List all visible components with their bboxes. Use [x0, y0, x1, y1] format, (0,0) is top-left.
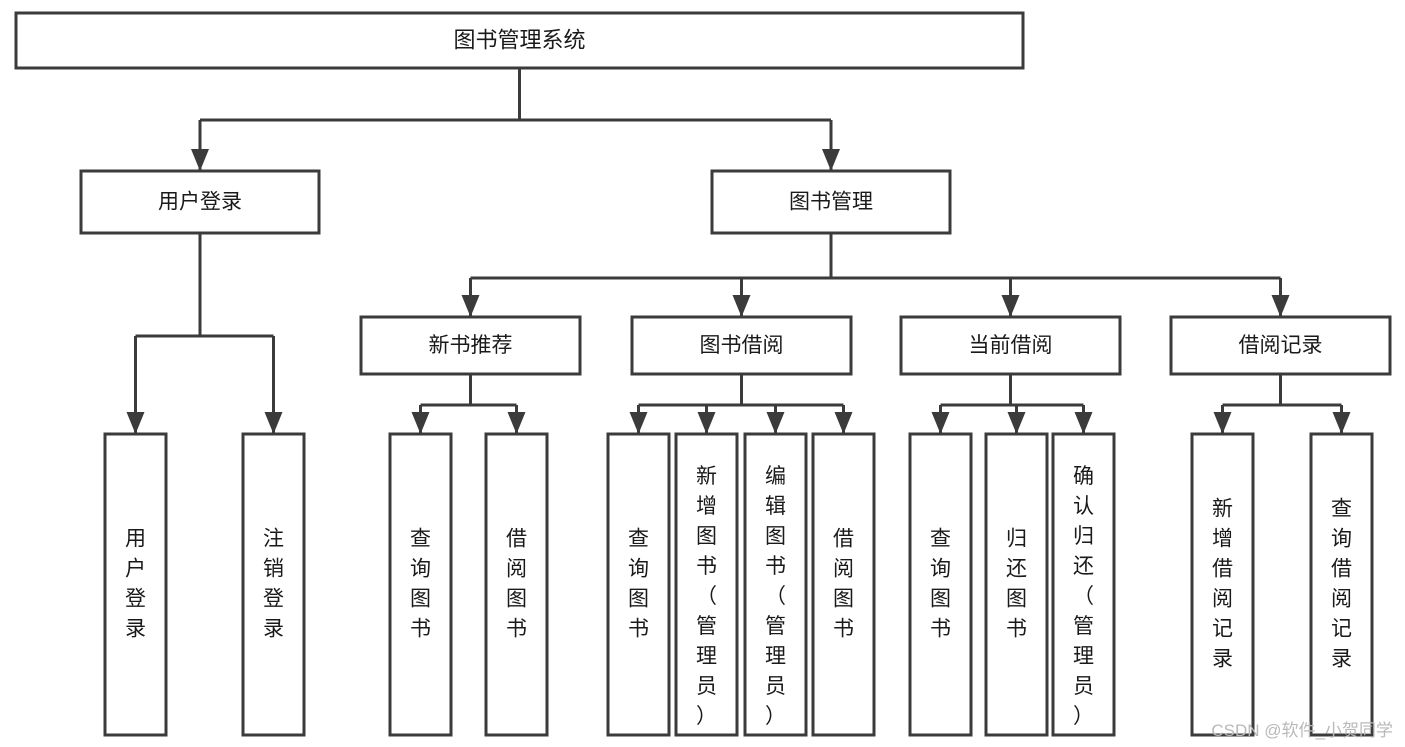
connectors-layer — [126, 68, 1351, 434]
edge-arrowhead — [732, 295, 751, 317]
node-box[interactable] — [1309, 432, 1374, 737]
node-box[interactable] — [811, 432, 876, 737]
edge-arrowhead — [126, 412, 145, 434]
node-leaf-logout[interactable]: 注销登录 — [241, 432, 306, 737]
edge-group-root — [191, 68, 840, 171]
node-leaf-query-book-borrow[interactable]: 查询图书 — [606, 432, 671, 737]
node-box[interactable] — [103, 432, 168, 737]
node-leaf-return-book[interactable]: 归还图书 — [984, 432, 1049, 737]
node-leaf-query-book-cur[interactable]: 查询图书 — [908, 432, 973, 737]
node-label: 图书管理 — [789, 191, 873, 214]
node-new-book-rec[interactable]: 新书推荐 — [359, 315, 582, 376]
edge-arrowhead — [507, 412, 526, 434]
edge-group-current_borrow — [931, 374, 1093, 434]
edge-group-user_login — [126, 233, 283, 434]
node-root[interactable]: 图书管理系统 — [14, 11, 1025, 70]
edge-arrowhead — [629, 412, 648, 434]
node-leaf-borrow-book-rec[interactable]: 借阅图书 — [484, 432, 549, 737]
edge-arrowhead — [1213, 412, 1232, 434]
node-box[interactable] — [388, 432, 453, 737]
nodes-layer: 图书管理系统用户登录图书管理新书推荐图书借阅当前借阅借阅记录用户登录注销登录查询… — [14, 11, 1392, 737]
node-label: 注销登录 — [263, 527, 284, 640]
node-label: 当前借阅 — [969, 334, 1053, 357]
node-borrow-record[interactable]: 借阅记录 — [1169, 315, 1392, 376]
node-label: 用户登录 — [158, 191, 242, 214]
node-current-borrow[interactable]: 当前借阅 — [899, 315, 1122, 376]
node-leaf-user-login[interactable]: 用户登录 — [103, 432, 168, 737]
node-label: 新增图书（管理员） — [696, 465, 717, 728]
watermark-label: CSDN @软件_小贺同学 — [1211, 721, 1393, 740]
node-label: 查询图书 — [930, 527, 951, 640]
node-label: 查询图书 — [628, 527, 649, 640]
node-box[interactable] — [359, 315, 582, 376]
node-box[interactable] — [674, 432, 739, 737]
node-leaf-add-record[interactable]: 新增借阅记录 — [1190, 432, 1255, 737]
edge-group-book_borrow — [629, 374, 853, 434]
edge-arrowhead — [191, 149, 209, 171]
node-label: 新书推荐 — [429, 334, 513, 357]
node-box[interactable] — [630, 315, 853, 376]
node-label: 新增借阅记录 — [1212, 497, 1233, 670]
node-label: 归还图书 — [1006, 527, 1027, 640]
node-label: 查询借阅记录 — [1331, 497, 1352, 670]
node-box[interactable] — [899, 315, 1122, 376]
node-label: 借阅图书 — [506, 527, 527, 640]
edge-group-borrow_record — [1213, 374, 1351, 434]
edge-arrowhead — [1001, 295, 1020, 317]
node-leaf-query-book-rec[interactable]: 查询图书 — [388, 432, 453, 737]
node-label: 借阅图书 — [833, 527, 854, 640]
edge-arrowhead — [1007, 412, 1026, 434]
node-leaf-query-record[interactable]: 查询借阅记录 — [1309, 432, 1374, 737]
node-label: 图书管理系统 — [453, 27, 585, 52]
node-box[interactable] — [606, 432, 671, 737]
edge-arrowhead — [411, 412, 430, 434]
node-box[interactable] — [14, 11, 1025, 70]
edge-arrowhead — [822, 149, 840, 171]
edge-arrowhead — [766, 412, 785, 434]
node-label: 图书借阅 — [700, 334, 784, 357]
edge-arrowhead — [1074, 412, 1093, 434]
node-label: 用户登录 — [125, 527, 146, 640]
node-label: 查询图书 — [410, 527, 431, 640]
edge-group-book_manage — [461, 233, 1290, 317]
node-box[interactable] — [484, 432, 549, 737]
node-box[interactable] — [241, 432, 306, 737]
node-leaf-edit-book[interactable]: 编辑图书（管理员） — [743, 432, 808, 737]
edge-arrowhead — [834, 412, 853, 434]
edge-arrowhead — [461, 295, 480, 317]
node-label: 确认归还（管理员） — [1073, 465, 1094, 728]
edge-arrowhead — [931, 412, 950, 434]
edge-arrowhead — [1271, 295, 1290, 317]
node-book-manage[interactable]: 图书管理 — [710, 169, 952, 235]
node-leaf-confirm-return[interactable]: 确认归还（管理员） — [1051, 432, 1116, 737]
node-box[interactable] — [984, 432, 1049, 737]
node-box[interactable] — [743, 432, 808, 737]
node-box[interactable] — [1169, 315, 1392, 376]
edge-arrowhead — [264, 412, 283, 434]
node-box[interactable] — [1190, 432, 1255, 737]
node-leaf-add-book[interactable]: 新增图书（管理员） — [674, 432, 739, 737]
node-label: 编辑图书（管理员） — [765, 465, 786, 728]
node-user-login[interactable]: 用户登录 — [79, 169, 321, 235]
node-box[interactable] — [79, 169, 321, 235]
node-box[interactable] — [710, 169, 952, 235]
edge-arrowhead — [1332, 412, 1351, 434]
node-book-borrow[interactable]: 图书借阅 — [630, 315, 853, 376]
edge-group-new_book_rec — [411, 374, 526, 434]
node-leaf-borrow-book[interactable]: 借阅图书 — [811, 432, 876, 737]
node-box[interactable] — [908, 432, 973, 737]
node-box[interactable] — [1051, 432, 1116, 737]
node-label: 借阅记录 — [1239, 334, 1323, 357]
edge-arrowhead — [697, 412, 716, 434]
